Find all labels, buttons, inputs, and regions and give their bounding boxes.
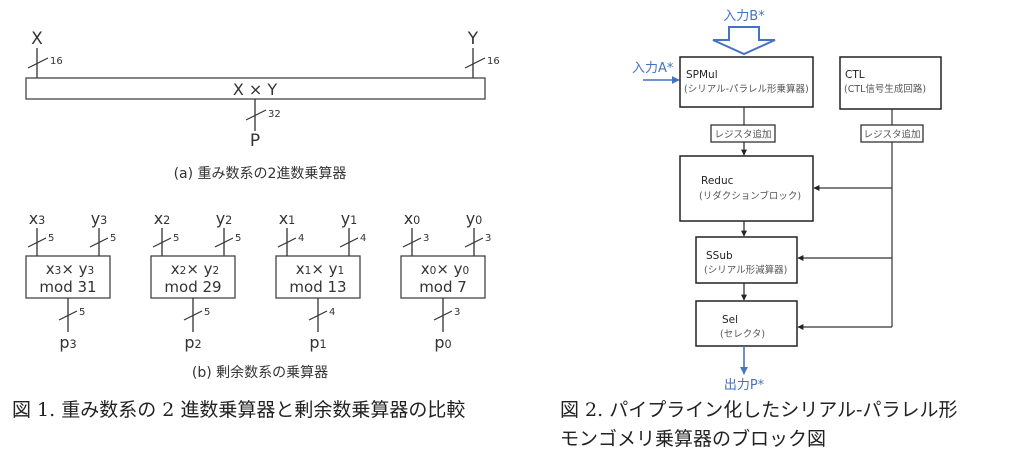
- sel-block: [695, 300, 798, 347]
- spmul-name: SPMul: [686, 69, 718, 81]
- input-y3-label: y3: [91, 209, 108, 228]
- ssub-desc: (シリアル形減算器): [704, 264, 787, 276]
- input-y2-label: y2: [216, 209, 233, 228]
- output-p-label: P: [250, 131, 260, 151]
- output-width: 4: [329, 307, 335, 318]
- output-p-width: 32: [268, 109, 281, 120]
- input-b-block-arrow: [712, 26, 776, 56]
- input-x-width: 4: [298, 233, 304, 244]
- input-y-width: 4: [360, 233, 366, 244]
- output-p0-label: p0: [434, 333, 451, 352]
- reduc-name: Reduc: [701, 175, 734, 187]
- panel-b-caption: (b) 剰余数系の乗算器: [192, 364, 328, 381]
- input-y0-label: y0: [466, 209, 483, 228]
- bus-slash: [214, 237, 234, 248]
- input-x-label: X: [31, 29, 43, 49]
- bus-slash: [402, 237, 422, 248]
- rns-block-modulus-label: mod 31: [39, 278, 96, 296]
- spmul-register-box: [710, 124, 776, 143]
- reduc-block: [679, 155, 814, 222]
- bus-slash-x: [27, 57, 49, 69]
- input-x3-label: x3: [29, 209, 46, 228]
- sel-desc: (セレクタ): [720, 329, 765, 340]
- bus-slash: [433, 310, 453, 321]
- bus-slash-y: [464, 57, 486, 69]
- input-y-width: 16: [487, 56, 500, 67]
- bus-slash: [58, 310, 78, 321]
- output-width: 5: [79, 307, 85, 318]
- spmul-block: [679, 56, 814, 108]
- ctl-desc: (CTL信号生成回路): [844, 83, 926, 95]
- rns-block-box: [25, 255, 111, 299]
- output-p2-label: p2: [184, 333, 201, 352]
- input-b-label: 入力B*: [723, 9, 765, 24]
- figure1-panel-a: X 16 Y 16 X × Y 32 P (a) 重み数系の2進数乗算器: [25, 29, 500, 182]
- ssub-block: [695, 236, 798, 284]
- rns-block-product-label: x3× y3: [46, 260, 94, 278]
- ssub-name: SSub: [706, 250, 733, 262]
- rns-block-modulus-label: mod 13: [289, 278, 346, 296]
- input-x-width: 3: [423, 233, 429, 244]
- bus-slash: [464, 237, 484, 248]
- input-x-width: 5: [173, 233, 179, 244]
- rns-block-box: [275, 255, 361, 299]
- output-width: 5: [204, 307, 210, 318]
- output-width: 3: [454, 307, 460, 318]
- figure1-caption: 図 1. 重み数系の 2 進数乗算器と剰余数乗算器の比較: [12, 399, 466, 421]
- rns-block-modulus-label: mod 7: [419, 278, 467, 296]
- bus-slash: [277, 237, 297, 248]
- sel-name: Sel: [722, 314, 738, 326]
- input-y-label: Y: [467, 29, 479, 49]
- ctl-name: CTL: [845, 69, 865, 81]
- rns-block-product-label: x2× y2: [171, 260, 219, 278]
- input-x1-label: x1: [279, 209, 296, 228]
- bus-slash: [308, 310, 328, 321]
- input-y-width: 3: [485, 233, 491, 244]
- input-x-width: 5: [48, 233, 54, 244]
- output-p1-label: p1: [309, 333, 326, 352]
- ctl-register-label: レジスタ追加: [863, 129, 920, 141]
- bus-slash: [183, 310, 203, 321]
- panel-a-caption: (a) 重み数系の2進数乗算器: [174, 166, 347, 182]
- input-x2-label: x2: [154, 209, 171, 228]
- rns-block-product-label: x1× y1: [296, 260, 344, 278]
- bus-slash: [152, 237, 172, 248]
- spmul-desc: (シリアル-パラレル形乗算器): [684, 83, 809, 95]
- input-x0-label: x0: [404, 209, 421, 228]
- bus-slash-p: [245, 109, 267, 121]
- figure2-diagram: 入力B* 入力A* SPMul (シリアル-パラレル形乗算器) CTL (CTL…: [632, 9, 942, 393]
- bus-slash: [27, 237, 47, 248]
- binary-multiplier-label: X × Y: [233, 80, 278, 99]
- rns-block-product-label: x0× y0: [421, 260, 469, 278]
- bus-slash: [339, 237, 359, 248]
- reduc-desc: (リダクションブロック): [699, 190, 801, 202]
- input-y-width: 5: [110, 233, 116, 244]
- input-a-label: 入力A*: [632, 61, 674, 76]
- input-y-width: 5: [235, 233, 241, 244]
- figure2-caption-line1: 図 2. パイプライン化したシリアル-パラレル形: [560, 399, 958, 421]
- ctl-block: [839, 56, 942, 110]
- output-p3-label: p3: [59, 333, 76, 352]
- output-p-text: 出力P*: [724, 378, 765, 393]
- rns-block-modulus-label: mod 29: [164, 278, 221, 296]
- figure2-caption-line2: モンゴメリ乗算器のブロック図: [560, 428, 827, 450]
- bus-slash: [89, 237, 109, 248]
- input-y1-label: y1: [341, 209, 358, 228]
- input-x-width: 16: [50, 56, 63, 67]
- spmul-register-label: レジスタ追加: [714, 129, 771, 141]
